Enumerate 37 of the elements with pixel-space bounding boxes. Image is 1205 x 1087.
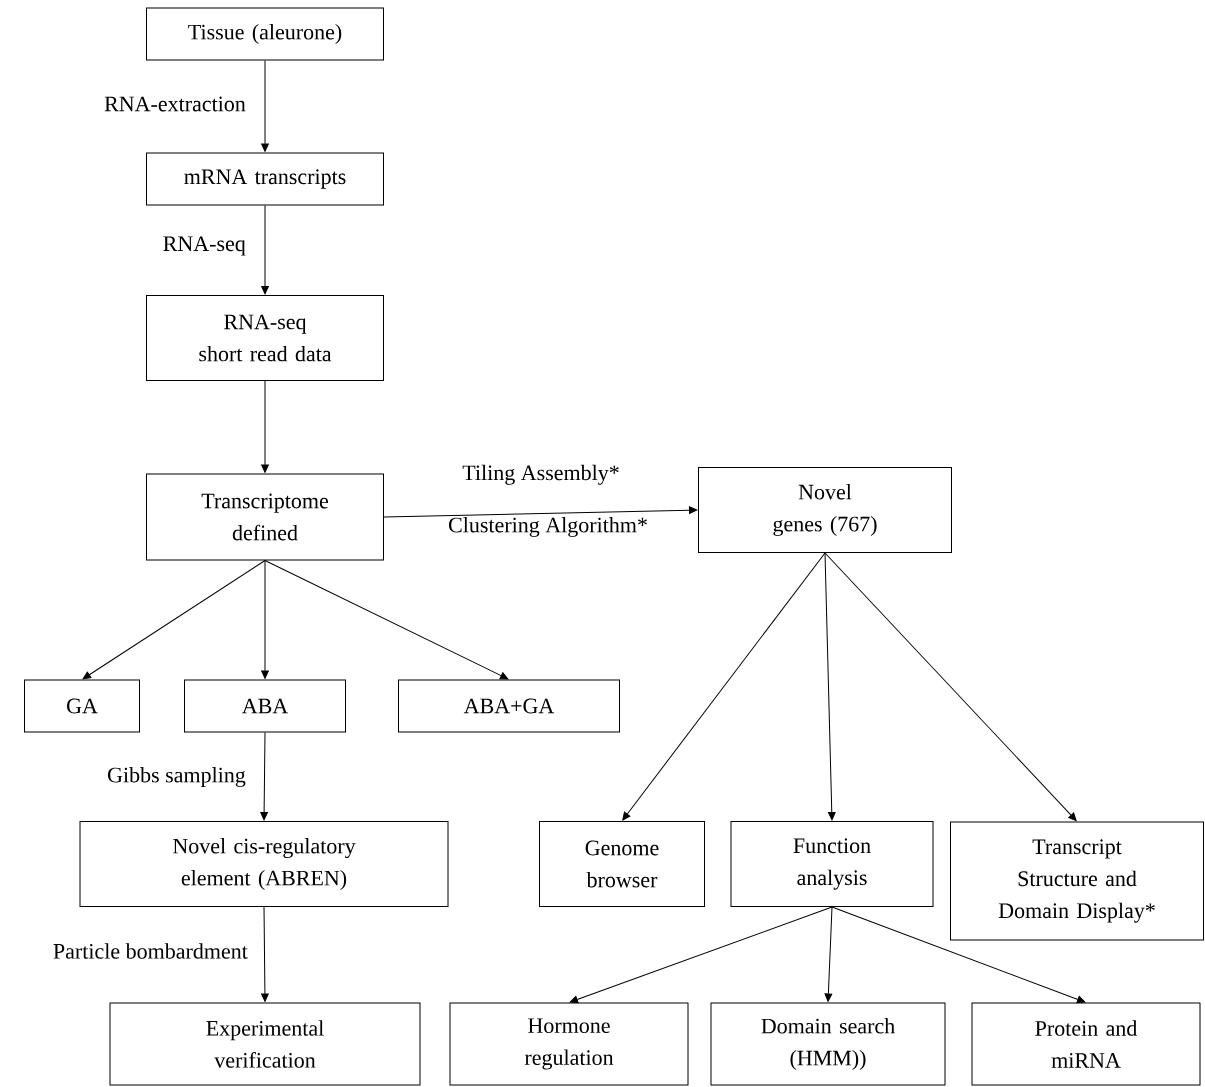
process-box: Experimental verification xyxy=(109,1002,421,1086)
process-box: Protein and miRNA xyxy=(971,1002,1201,1086)
arrow xyxy=(824,552,836,821)
arrow xyxy=(824,906,833,1002)
arrow xyxy=(261,205,269,295)
process-box: Function analysis xyxy=(730,821,934,907)
arrow xyxy=(831,906,1086,1004)
edge-label: Gibbs sampling xyxy=(108,767,246,787)
arrow xyxy=(261,380,269,473)
arrow xyxy=(260,732,268,821)
arrow xyxy=(82,560,266,680)
arrow xyxy=(261,60,269,152)
edge-label: Tiling Assembly* xyxy=(462,464,619,485)
process-box: Hormone regulation xyxy=(449,1002,689,1086)
process-box: Genome browser xyxy=(539,821,705,907)
arrow xyxy=(622,552,826,821)
annotation: Clustering Algorithm* xyxy=(449,517,647,537)
arrow xyxy=(824,552,1077,822)
process-box: ABA xyxy=(184,679,346,733)
arrow xyxy=(264,560,509,680)
process-box: Novel cis-regulatory element (ABREN) xyxy=(79,821,449,907)
arrow xyxy=(261,906,269,1002)
process-box: Tissue (aleurone) xyxy=(146,7,384,61)
process-box: ABA+GA xyxy=(398,679,620,733)
edge-label: RNA-extraction xyxy=(104,96,246,112)
process-box: mRNA transcripts xyxy=(146,152,384,206)
process-box: Domain search (HMM)) xyxy=(710,1002,946,1086)
arrow xyxy=(569,906,833,1004)
process-box: Novel genes (767) xyxy=(698,467,952,553)
process-box: RNA-seq short read data xyxy=(146,295,384,381)
process-box: Transcript Structure and Domain Display* xyxy=(950,821,1204,941)
arrow xyxy=(261,560,269,679)
edge-label: RNA-seq xyxy=(163,236,246,256)
edge-label: Particle bombardment xyxy=(53,943,248,959)
process-box: Transcriptome defined xyxy=(146,473,384,561)
arrow xyxy=(383,506,698,518)
process-box: GA xyxy=(24,679,140,733)
